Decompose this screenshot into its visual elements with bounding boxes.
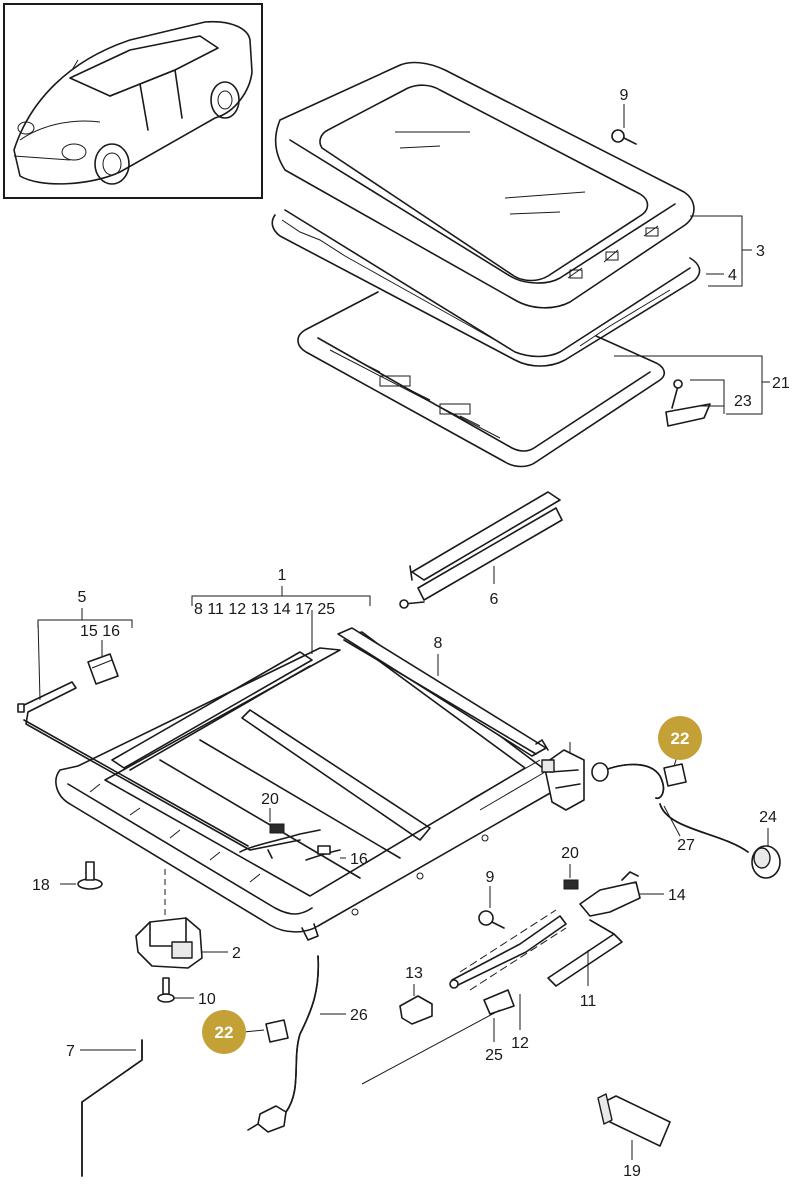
callout-7: 7 [66, 1043, 75, 1060]
guide-rail [17, 681, 301, 851]
clip-pad [87, 653, 119, 685]
guide-shoe [483, 989, 515, 1015]
callout-11: 11 [580, 993, 597, 1010]
control-unit [541, 749, 585, 811]
badge-22-upper: 22 [658, 716, 702, 760]
glass-seal [271, 209, 701, 367]
pad-20-lower [563, 879, 579, 890]
lever-bracket [579, 871, 641, 917]
cable-assembly [239, 823, 341, 861]
callout-9-lower: 9 [486, 869, 495, 886]
callout-20-lower: 20 [561, 845, 579, 862]
badge-circle [202, 1010, 246, 1054]
grease-tube [597, 1093, 671, 1147]
callout-27: 27 [677, 837, 695, 854]
callout-1: 1 [278, 567, 287, 584]
badge-circle [658, 716, 702, 760]
wind-deflector [399, 491, 563, 609]
callout-24: 24 [759, 809, 777, 826]
slider-link [449, 909, 567, 991]
drain-hose-rear [591, 762, 749, 853]
callout-19: 19 [623, 1163, 641, 1180]
callout-labels: 9 3 4 21 23 1 8 11 12 13 14 17 25 5 15 1… [32, 87, 790, 1180]
drive-motor [135, 868, 203, 969]
callout-5: 5 [78, 589, 87, 606]
callout-14: 14 [668, 887, 686, 904]
callout-26: 26 [350, 1007, 368, 1024]
bolt-9-top [611, 129, 637, 145]
callout-3: 3 [756, 243, 765, 260]
callout-6: 6 [490, 591, 499, 608]
bolt-9-lower [478, 910, 505, 929]
callout-20-upper: 20 [261, 791, 279, 808]
guide-track [547, 919, 623, 987]
glass-panel [274, 61, 695, 309]
sunshade-bar [337, 627, 549, 757]
callout-8: 8 [434, 635, 443, 652]
callout-9-top: 9 [620, 87, 629, 104]
callout-23: 23 [734, 393, 752, 410]
crank-handle [81, 1039, 143, 1177]
hose-clamp-lower [265, 1019, 289, 1043]
callout-25: 25 [485, 1047, 503, 1064]
drain-valve [751, 845, 781, 879]
callout-5-subparts: 15 16 [80, 623, 120, 640]
callout-4: 4 [728, 267, 737, 284]
vehicle-thumbnail [3, 3, 263, 199]
badge-22-lower: 22 [202, 1010, 246, 1054]
callout-22-upper: 22 [671, 729, 690, 748]
sunroof-frame [297, 291, 666, 468]
callout-16: 16 [350, 851, 368, 868]
assembly-line [361, 1009, 501, 1085]
drain-hose-front [247, 955, 320, 1133]
bolt-18 [77, 861, 103, 890]
callout-1-subparts: 8 11 12 13 14 17 25 [194, 601, 335, 618]
slide-pad [399, 995, 433, 1025]
callout-18: 18 [32, 877, 50, 894]
deflector-clip [665, 379, 711, 427]
callout-2: 2 [232, 945, 241, 962]
callout-22-lower: 22 [215, 1023, 234, 1042]
callout-13: 13 [405, 965, 423, 982]
callout-10: 10 [198, 991, 216, 1008]
hose-clamp-upper [663, 763, 687, 787]
leader-lines [37, 104, 770, 1160]
mechanism-frame [55, 631, 558, 941]
bolt-10 [157, 977, 175, 1003]
callout-12: 12 [511, 1035, 529, 1052]
callout-21: 21 [772, 375, 790, 392]
